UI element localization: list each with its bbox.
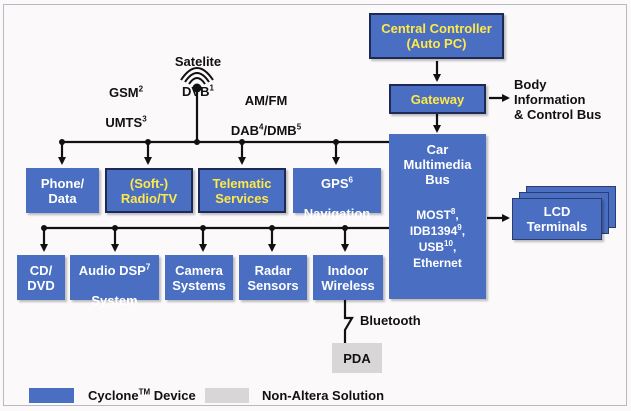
gps-label: GPS6 Navigation xyxy=(303,175,371,221)
legend-cyclone-label: CycloneTM Device xyxy=(88,387,196,403)
telematic-label: Telematic Services xyxy=(212,175,272,206)
gateway-block: Gateway xyxy=(389,84,486,114)
gsm-umts-label: GSM2 UMTS3 xyxy=(105,84,147,130)
pda-label: PDA xyxy=(343,350,371,366)
legend-non-altera-label: Non-Altera Solution xyxy=(262,388,385,403)
central-controller-block: Central Controller (Auto PC) xyxy=(369,13,504,59)
cd-dvd-block: CD/ DVD xyxy=(17,255,65,300)
camera-systems-label: Camera Systems xyxy=(172,262,226,293)
central-controller-label: Central Controller (Auto PC) xyxy=(381,21,492,51)
telematic-block: Telematic Services xyxy=(198,168,286,213)
bluetooth-link xyxy=(343,300,354,343)
satelite-label: Satelite DVB1 xyxy=(174,54,222,99)
phone-data-block: Phone/ Data xyxy=(26,168,99,213)
cd-dvd-label: CD/ DVD xyxy=(27,262,55,293)
lcd-terminals-label: LCD Terminals xyxy=(526,204,588,234)
amfm-dab-label: AM/FM DAB4/DMB5 xyxy=(230,93,302,138)
car-multimedia-bus-block: Car Multimedia Bus MOST8, IDB13949, USB1… xyxy=(389,134,486,299)
indoor-wireless-block: Indoor Wireless xyxy=(313,255,383,300)
bluetooth-label: Bluetooth xyxy=(360,313,421,328)
gateway-label: Gateway xyxy=(410,91,465,107)
bus-title: Car Multimedia Bus xyxy=(403,142,472,187)
body-information-label: Body Information & Control Bus xyxy=(514,77,602,122)
phone-data-label: Phone/ Data xyxy=(40,175,85,206)
pda-block: PDA xyxy=(332,343,382,373)
bus-protocols: MOST8, IDB13949, USB10, Ethernet xyxy=(409,207,466,271)
soft-radio-block: (Soft-) Radio/TV xyxy=(105,168,193,213)
lcd-terminals-block: LCD Terminals xyxy=(512,198,602,240)
radar-sensors-label: Radar Sensors xyxy=(247,262,299,293)
gps-block: GPS6 Navigation xyxy=(293,168,381,221)
legend-cyclone-swatch xyxy=(29,388,74,403)
indoor-wireless-label: Indoor Wireless xyxy=(321,262,375,293)
radar-sensors-block: Radar Sensors xyxy=(239,255,307,300)
soft-radio-label: (Soft-) Radio/TV xyxy=(120,175,178,206)
audio-dsp-label: Audio DSP7 System xyxy=(78,262,151,308)
camera-systems-block: Camera Systems xyxy=(165,255,233,300)
antenna-icon xyxy=(180,67,214,93)
audio-dsp-block: Audio DSP7 System xyxy=(70,255,159,308)
legend-non-altera-swatch xyxy=(205,388,249,403)
diagram-frame xyxy=(3,4,627,406)
